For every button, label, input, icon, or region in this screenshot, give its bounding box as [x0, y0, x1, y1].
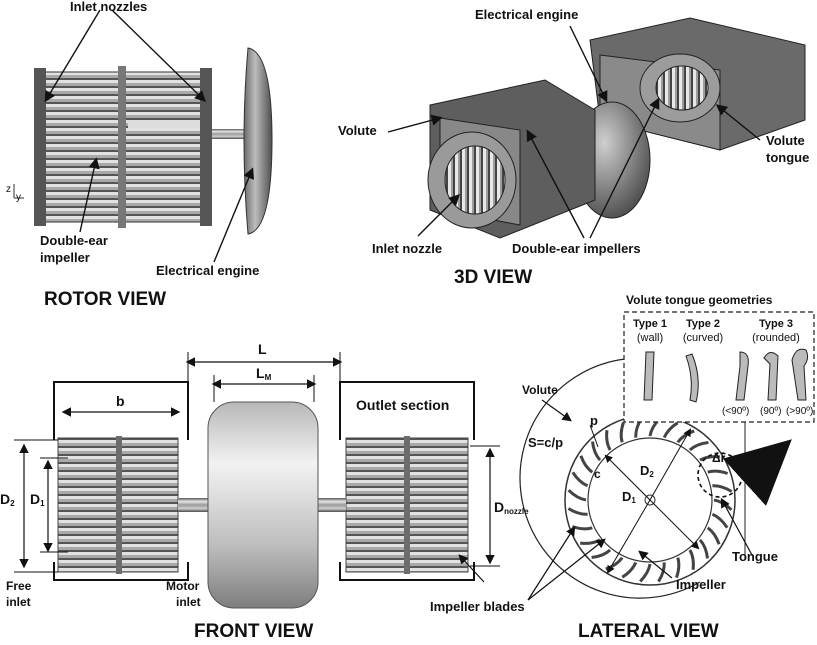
impeller-blade — [688, 549, 695, 570]
label-double-ear-impeller-line2: impeller — [40, 250, 90, 265]
label-inlet-nozzle: Inlet nozzle — [372, 241, 443, 256]
type1-label: Type 1 — [632, 318, 668, 330]
impeller-blade — [698, 538, 709, 559]
impeller-blade — [571, 525, 593, 531]
label-lateral-volute: Volute — [522, 383, 558, 397]
impeller-blade — [699, 455, 720, 462]
impeller-blade — [621, 561, 638, 579]
angle-eq-90: (90º) — [760, 406, 782, 417]
dim-label-b: b — [116, 393, 125, 409]
impeller-blade — [639, 563, 652, 583]
dim-label-D1: D1 — [30, 491, 45, 508]
label-pitch-p: p — [590, 413, 598, 428]
label-rotor-electrical-engine: Electrical engine — [156, 263, 260, 278]
label-tongue: Tongue — [732, 549, 778, 564]
angle-gt-90: (>90º) — [786, 406, 814, 417]
impeller-blade — [707, 469, 729, 475]
label-motor-inlet-line1: Motor — [166, 579, 200, 593]
label-impeller: Impeller — [676, 577, 726, 592]
impeller-blade — [619, 421, 625, 443]
impeller-blade — [711, 512, 729, 529]
3d-view-drawing — [387, 17, 806, 239]
label-free-inlet-line2: inlet — [6, 595, 31, 609]
impeller-blade — [591, 548, 612, 559]
impeller-blade — [591, 441, 602, 462]
front-view-drawing — [14, 352, 500, 609]
impeller-blade — [571, 471, 589, 488]
impeller-blade — [675, 557, 681, 579]
label-chord-c: c — [594, 467, 601, 481]
title-3d-view: 3D VIEW — [454, 267, 533, 288]
impeller-blade — [567, 507, 588, 516]
impeller-blade — [605, 556, 624, 571]
type1-desc: (wall) — [636, 332, 664, 344]
label-motor-inlet-line2: inlet — [176, 595, 201, 609]
label-3d-electrical-engine: Electrical engine — [475, 7, 579, 22]
label-double-ear-impellers: Double-ear impellers — [512, 241, 641, 256]
impeller-blade — [579, 455, 594, 474]
type2-desc: (curved) — [682, 332, 724, 344]
axis-label-z: z — [6, 184, 11, 195]
impeller-blade — [662, 421, 679, 439]
rotor-view-drawing — [13, 9, 273, 263]
dim-label-LM: LM — [256, 365, 272, 382]
dim-label-D2: D2 — [0, 491, 15, 508]
axis-label-y: y — [16, 192, 21, 203]
title-front-view: FRONT VIEW — [194, 621, 314, 642]
label-impeller-blades: Impeller blades — [430, 599, 525, 614]
label-lateral-D1: D1 — [622, 489, 636, 505]
impeller-blade — [567, 489, 587, 502]
inset-title: Volute tongue geometries — [626, 293, 773, 307]
type2-label: Type 2 — [685, 318, 721, 330]
impeller-blade — [657, 562, 666, 583]
type3-desc: (rounded) — [752, 332, 800, 344]
lateral-view-drawing — [519, 357, 792, 601]
impeller-blade — [706, 526, 721, 545]
label-volute-tongue-line2: tongue — [766, 150, 810, 165]
dim-label-Dnozzle: Dnozzle — [494, 499, 529, 516]
label-double-ear-impeller-line1: Double-ear — [40, 233, 108, 248]
label-outlet-section: Outlet section — [356, 397, 450, 413]
dim-label-L: L — [258, 341, 267, 357]
tongue-geometries-inset — [623, 311, 815, 423]
impeller-blade — [712, 484, 733, 493]
label-inlet-nozzles: Inlet nozzles — [70, 0, 148, 14]
angle-lt-90: (<90º) — [722, 406, 750, 417]
label-solidity: S=c/p — [528, 435, 564, 450]
impeller-blade — [605, 430, 612, 451]
label-delta-r: Δr — [712, 451, 726, 465]
label-volute-tongue-line1: Volute — [766, 133, 805, 148]
label-lateral-D2: D2 — [640, 463, 654, 479]
title-lateral-view: LATERAL VIEW — [578, 621, 719, 642]
impeller-blade — [688, 441, 709, 452]
type3-label: Type 3 — [758, 318, 794, 330]
title-rotor-view: ROTOR VIEW — [44, 289, 167, 310]
label-volute: Volute — [338, 123, 377, 138]
impeller-blade — [580, 538, 601, 545]
label-free-inlet-line1: Free — [6, 579, 32, 593]
